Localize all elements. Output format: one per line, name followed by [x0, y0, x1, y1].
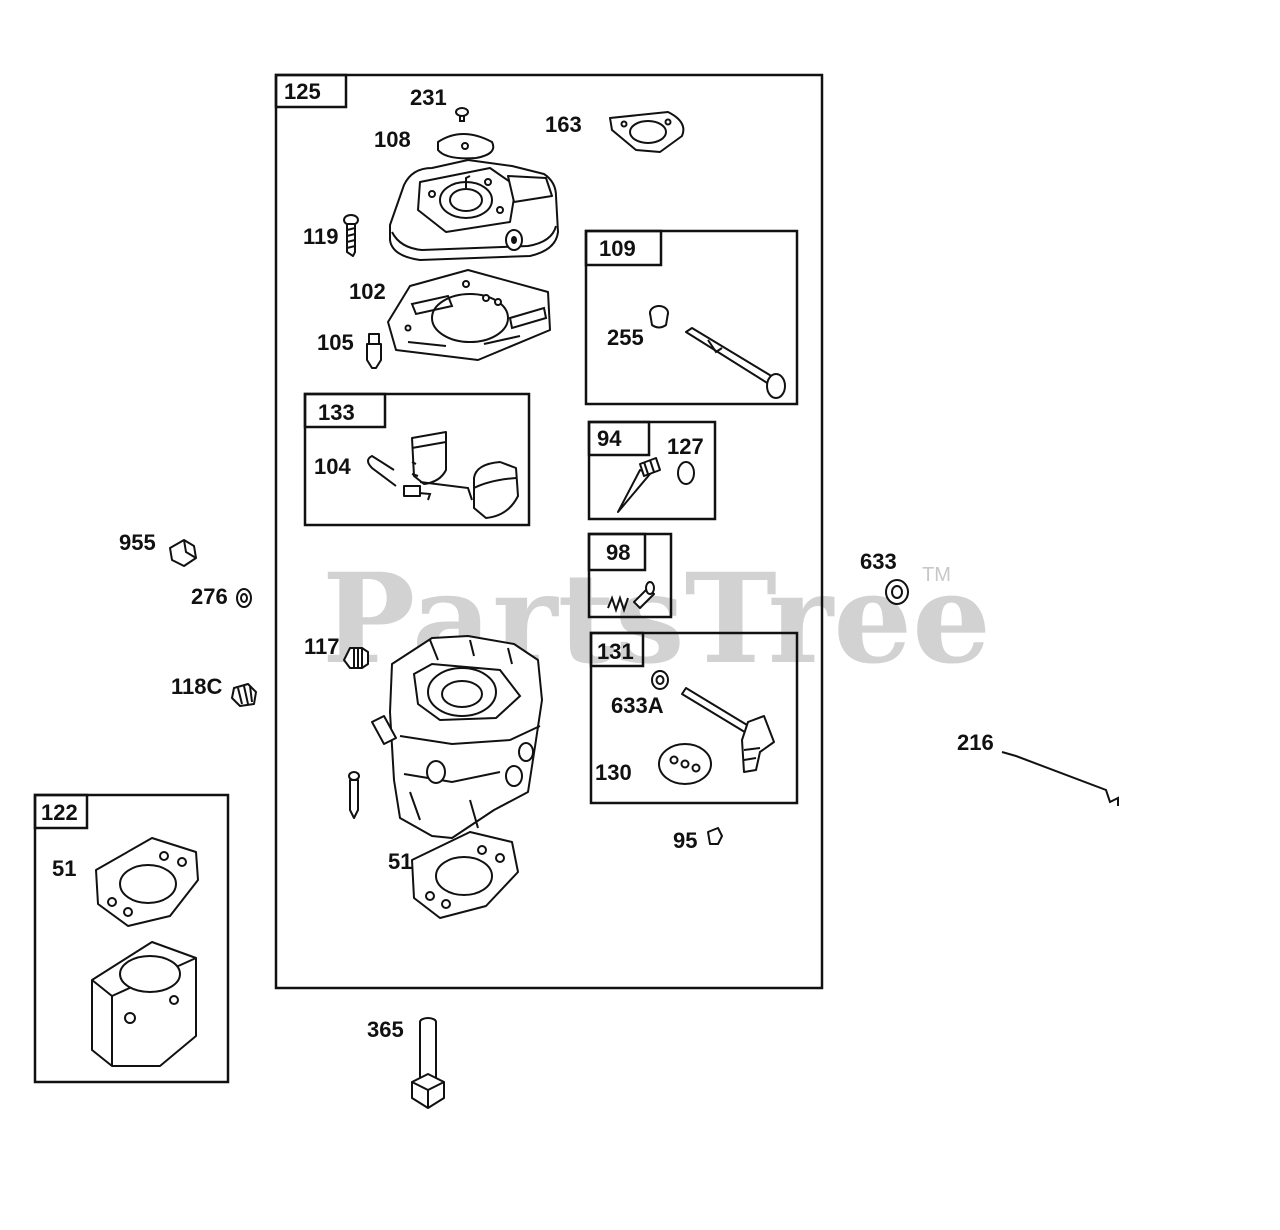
group-box-98: 98	[587, 532, 673, 619]
bushing-633-drawing	[885, 579, 909, 605]
callout-633a[interactable]: 633A	[611, 693, 664, 718]
callout-95[interactable]: 95	[673, 828, 697, 853]
callout-104[interactable]: 104	[314, 454, 351, 479]
group-box-94: 94	[587, 420, 717, 521]
throttle-shaft-131-drawing	[681, 687, 775, 773]
callout-109[interactable]: 109	[599, 236, 636, 261]
callout-105[interactable]: 105	[317, 330, 354, 355]
group-box-125: 125	[274, 73, 824, 990]
callout-130[interactable]: 130	[595, 760, 632, 785]
callout-276[interactable]: 276	[191, 584, 228, 609]
callout-216[interactable]: 216	[957, 730, 994, 755]
carburetor-upper-body-drawing	[389, 159, 559, 261]
watermark-trademark: TM	[922, 564, 951, 586]
gasket-102-drawing	[387, 269, 551, 361]
carburetor-main-body-drawing	[371, 635, 543, 839]
group-box-133: 133	[303, 392, 531, 527]
fitting-117-drawing	[343, 647, 369, 669]
throttle-plate-130-drawing	[658, 743, 712, 785]
gasket-51-main-drawing	[411, 831, 519, 919]
callout-102[interactable]: 102	[349, 279, 386, 304]
needle-105-drawing	[366, 333, 382, 369]
callout-127[interactable]: 127	[667, 434, 704, 459]
spacer-block-122-drawing	[91, 941, 197, 1067]
jet-needle-drawing	[348, 771, 360, 819]
pin-104-drawing	[367, 454, 397, 487]
callout-163[interactable]: 163	[545, 112, 582, 137]
needle-94-drawing	[617, 457, 661, 513]
callout-108[interactable]: 108	[374, 127, 411, 152]
screw-98-drawing	[607, 581, 655, 614]
callout-633[interactable]: 633	[860, 549, 897, 574]
float-133-drawing	[403, 431, 519, 519]
screw-119-drawing	[343, 214, 359, 257]
callout-51-left[interactable]: 51	[52, 856, 76, 881]
gasket-51-left-drawing	[95, 837, 199, 927]
link-rod-216-drawing	[1001, 751, 1119, 806]
screw-231-drawing	[455, 107, 469, 122]
group-box-122: 122	[33, 793, 230, 1084]
group-box-131: 131	[589, 631, 799, 805]
callout-94[interactable]: 94	[597, 426, 622, 451]
callout-117[interactable]: 117	[304, 634, 340, 659]
callout-255[interactable]: 255	[607, 325, 644, 350]
bushing-633a-drawing	[651, 670, 669, 690]
callout-231[interactable]: 231	[410, 85, 447, 110]
bolt-365-drawing	[411, 1017, 445, 1109]
callout-125[interactable]: 125	[284, 79, 321, 104]
gasket-163-drawing	[609, 111, 685, 153]
callout-955[interactable]: 955	[119, 530, 156, 555]
callout-51-main[interactable]: 51	[388, 849, 412, 874]
callout-119[interactable]: 119	[303, 224, 339, 249]
callout-365[interactable]: 365	[367, 1017, 404, 1042]
callout-122[interactable]: 122	[41, 800, 78, 825]
callout-133[interactable]: 133	[318, 400, 355, 425]
callout-98[interactable]: 98	[606, 540, 630, 565]
gasket-108-drawing	[437, 133, 495, 160]
callout-131[interactable]: 131	[597, 639, 634, 664]
screw-95-drawing	[707, 827, 723, 845]
callout-118c[interactable]: 118C	[171, 674, 222, 699]
fitting-118c-drawing	[231, 683, 257, 707]
group-box-109: 109	[584, 229, 799, 406]
plug-955-drawing	[169, 539, 197, 567]
washer-276-drawing	[236, 588, 252, 608]
choke-shaft-109-drawing	[649, 305, 786, 399]
oring-127-drawing	[677, 461, 695, 485]
